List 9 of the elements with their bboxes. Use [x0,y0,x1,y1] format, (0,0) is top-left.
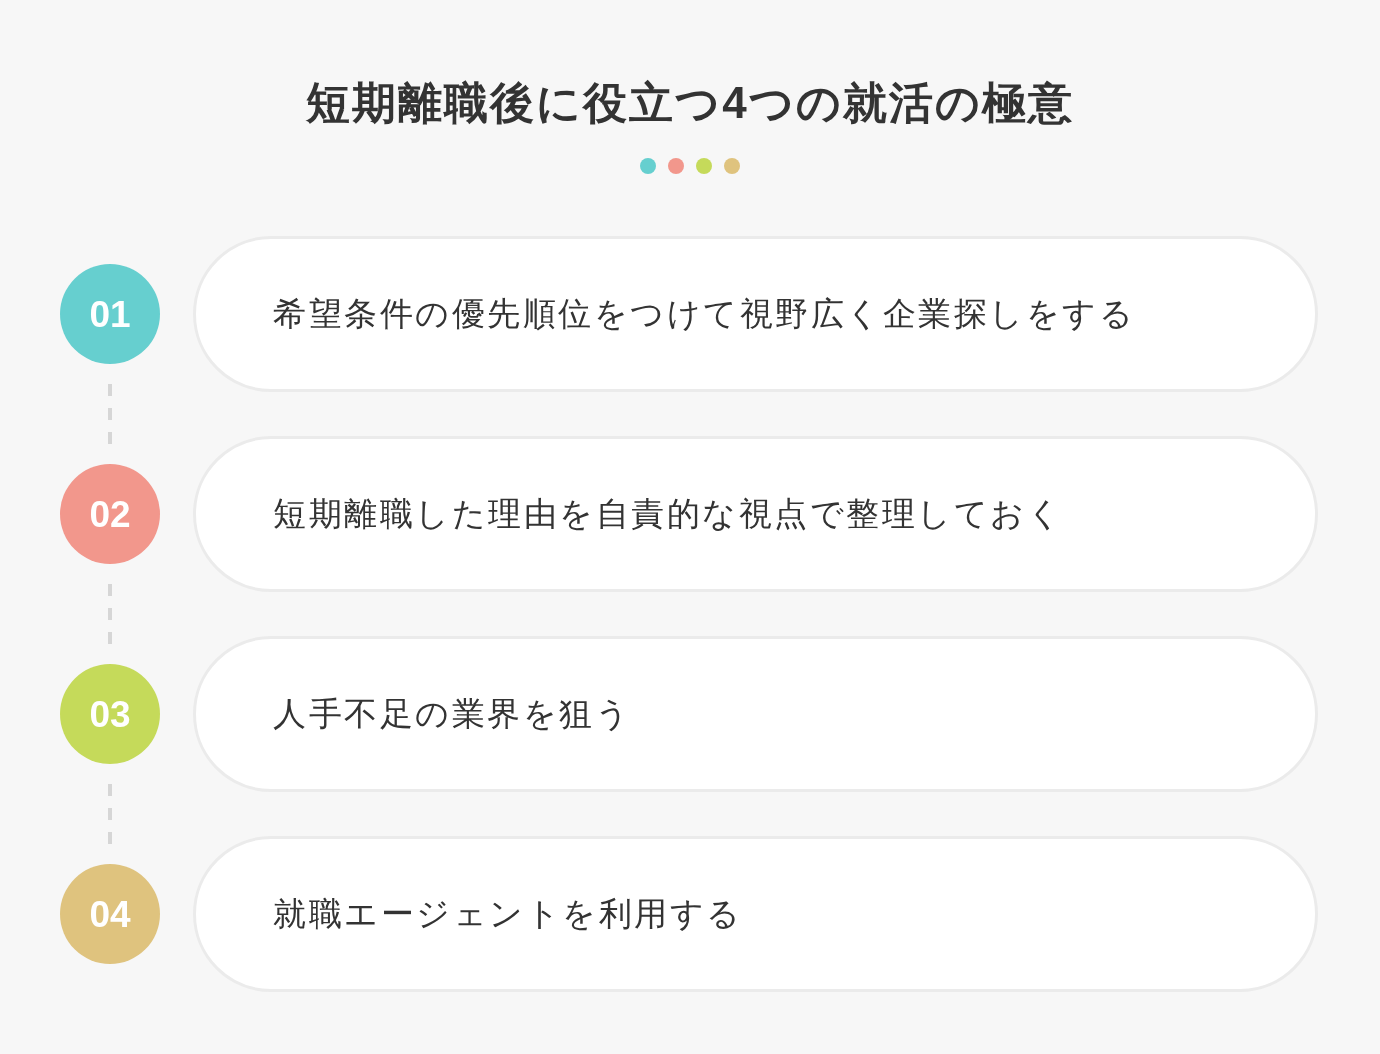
title: 短期離職後に役立つ4つの就活の極意 [306,77,1074,129]
step-text: 就職エージェントを利用する [273,893,743,934]
step-number: 04 [89,895,131,933]
step-text: 人手不足の業界を狙う [273,693,631,734]
step-text: 希望条件の優先順位をつけて視野広く企業探しをする [273,293,1135,334]
step-text: 短期離職した理由を自責的な視点で整理しておく [273,493,1063,534]
step-number: 03 [89,695,131,733]
step-number: 02 [89,495,131,533]
step-number: 01 [89,295,131,333]
